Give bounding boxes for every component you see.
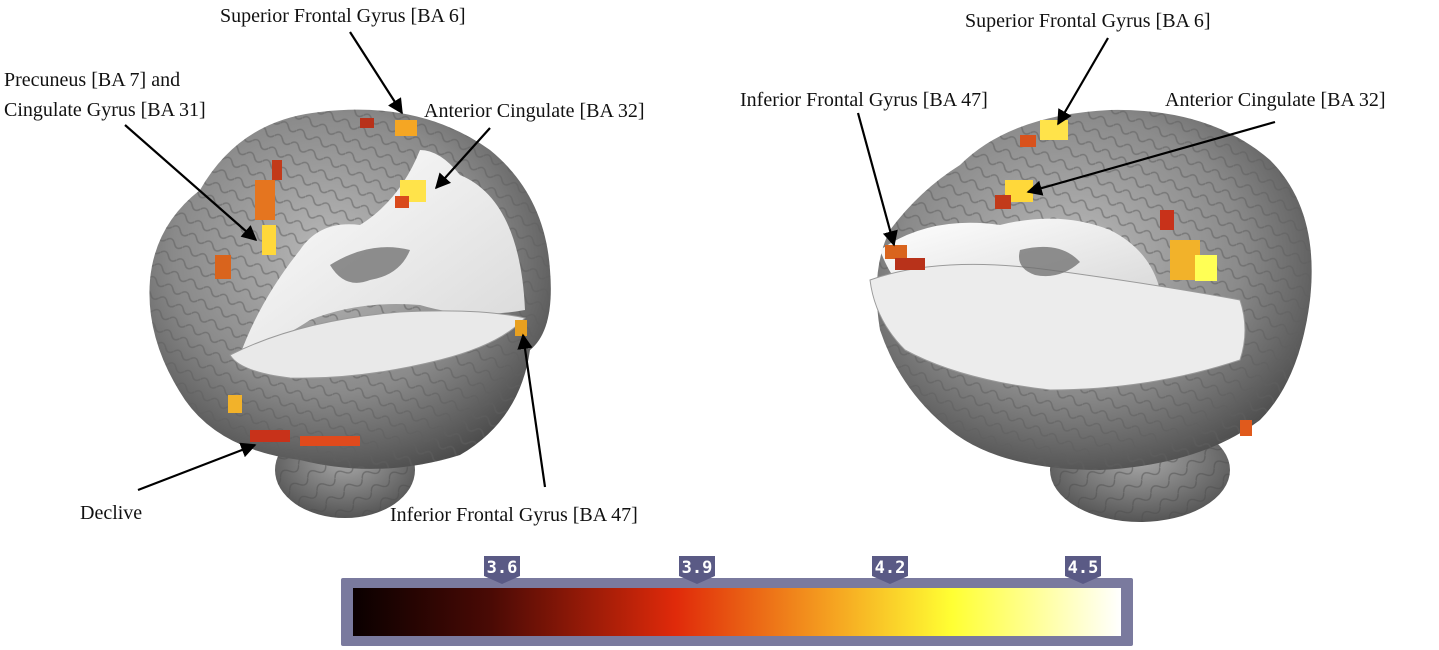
colorbar-tick-3: 4.5 (1065, 556, 1101, 584)
label-left-inferior-frontal: Inferior Frontal Gyrus [BA 47] (390, 504, 638, 526)
left-activation-clusters (215, 118, 527, 446)
tick-label-4-2: 4.2 (875, 558, 906, 578)
tick-label-3-6: 3.6 (487, 558, 518, 578)
arrow-left-inferior-frontal (517, 333, 547, 488)
tick-label-4-5: 4.5 (1068, 558, 1099, 578)
annotation-arrows (124, 31, 1276, 492)
label-left-superior-frontal: Superior Frontal Gyrus [BA 6] (220, 5, 466, 27)
colorbar: 3.6 3.9 4.2 4.5 (341, 556, 1133, 646)
right-view-labels: Superior Frontal Gyrus [BA 6] Inferior F… (740, 10, 1386, 111)
label-left-precuneus-line1: Precuneus [BA 7] and (4, 69, 180, 91)
arrow-left-precuneus (124, 124, 258, 242)
label-left-anterior-cingulate: Anterior Cingulate [BA 32] (424, 100, 645, 122)
left-brain-render (149, 109, 551, 518)
colorbar-tick-0: 3.6 (484, 556, 520, 584)
label-right-anterior-cingulate: Anterior Cingulate [BA 32] (1165, 89, 1386, 111)
arrow-left-anterior-cingulate (434, 127, 491, 190)
label-left-precuneus-line2: Cingulate Gyrus [BA 31] (4, 99, 206, 121)
label-right-superior-frontal: Superior Frontal Gyrus [BA 6] (965, 10, 1211, 32)
arrow-left-declive (137, 442, 257, 492)
arrow-right-superior-frontal (1057, 37, 1109, 126)
left-view-labels: Superior Frontal Gyrus [BA 6] Precuneus … (4, 5, 645, 526)
colorbar-gradient (353, 588, 1121, 636)
arrow-right-inferior-frontal (856, 112, 898, 247)
left-axial-cut (229, 310, 526, 379)
colorbar-tick-2: 4.2 (872, 556, 908, 584)
colorbar-tick-1: 3.9 (679, 556, 715, 584)
arrow-right-anterior-cingulate (1026, 120, 1276, 196)
label-right-inferior-frontal: Inferior Frontal Gyrus [BA 47] (740, 89, 988, 111)
tick-label-3-9: 3.9 (682, 558, 713, 578)
right-activation-clusters (885, 120, 1252, 436)
right-brain-render (869, 109, 1312, 522)
arrow-left-superior-frontal (349, 31, 403, 115)
label-left-declive: Declive (80, 502, 142, 524)
